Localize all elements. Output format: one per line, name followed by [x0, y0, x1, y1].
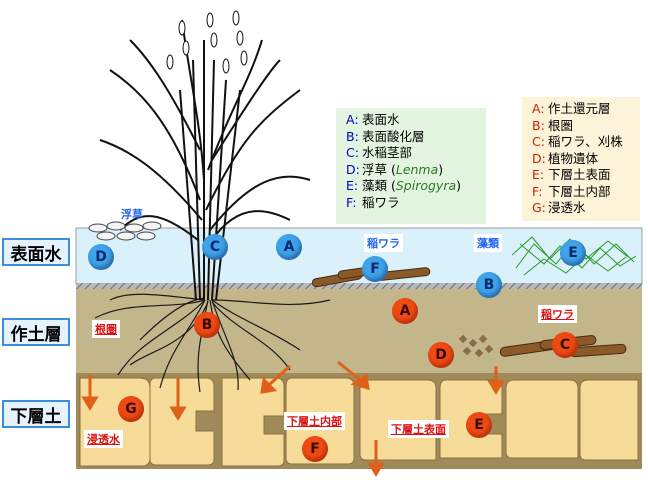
marker-red-e: E — [466, 412, 492, 438]
marker-blue-f: F — [362, 256, 388, 282]
tag-duckweed: 浮草 — [121, 208, 143, 221]
legend-blue-text: 藻類 ( — [362, 178, 396, 193]
marker-blue-a: A — [276, 234, 302, 260]
marker-red-c: C — [552, 332, 578, 358]
duckweed-cluster — [88, 221, 162, 241]
legend-red-key: E: — [532, 167, 545, 182]
legend-blue-key: D: — [346, 161, 360, 177]
legend-red-text: 下層土内部 — [548, 183, 611, 199]
tag-straw-water: 稲ワラ — [364, 234, 403, 252]
legend-red-row: G: 浸透水 — [532, 200, 634, 217]
legend-blue-key: C: — [346, 145, 359, 160]
marker-red-g: G — [118, 396, 144, 422]
legend-blue-text-tail: ) — [438, 161, 444, 177]
tag-subsoil-surface: 下層土表面 — [388, 420, 449, 438]
tag-straw-soil: 稲ワラ — [538, 305, 577, 323]
side-label-surface-water: 表面水 — [2, 238, 70, 266]
legend-red-key: A: — [532, 101, 545, 116]
percolation-arrows — [81, 360, 505, 477]
marker-blue-d: D — [88, 244, 114, 270]
legend-red-key: D: — [532, 150, 546, 166]
marker-red-b: B — [194, 312, 220, 338]
legend-red-key: F: — [532, 183, 543, 199]
marker-red-f: F — [302, 436, 328, 462]
marker-red-d: D — [428, 342, 454, 368]
tag-algae: 藻類 — [474, 234, 502, 252]
legend-blue-key: F: — [346, 194, 357, 210]
legend-blue-row: A: 表面水 — [346, 112, 480, 129]
legend-red-row: D: 植物遺体 — [532, 151, 634, 168]
legend-blue-key: E: — [346, 178, 359, 193]
side-label-subsoil: 下層土 — [2, 400, 70, 428]
legend-blue-text: 浮草 ( — [362, 161, 396, 177]
marker-blue-e: E — [560, 240, 586, 266]
legend-red-key: C: — [532, 134, 545, 149]
legend-red-row: F: 下層土内部 — [532, 184, 634, 201]
legend-blue-scientific-name: Spirogyra — [395, 178, 457, 193]
legend-blue-key: A: — [346, 112, 359, 127]
subsoil-clods — [79, 377, 639, 467]
legend-red-row: A: 作土還元層 — [532, 101, 634, 118]
legend-blue-row: F: 稲ワラ — [346, 195, 480, 212]
legend-red-row: B: 根圏 — [532, 118, 634, 135]
legend-blue-text: 水稲茎部 — [362, 145, 413, 160]
legend-red-text: 根圏 — [548, 117, 574, 133]
legend-red-row: E: 下層土表面 — [532, 167, 634, 184]
legend-blue-text-tail: ) — [456, 178, 462, 193]
legend-blue-row: E: 藻類 (Spirogyra) — [346, 178, 480, 195]
marker-blue-c: C — [202, 234, 228, 260]
legend-blue-row: B: 表面酸化層 — [346, 129, 480, 146]
legend-blue-row: C: 水稲茎部 — [346, 145, 480, 162]
rice-plant — [99, 19, 311, 301]
legend-red-key: B: — [532, 117, 545, 133]
legend-red-row: C: 稲ワラ、刈株 — [532, 134, 634, 151]
side-label-plow-layer: 作土層 — [2, 318, 70, 346]
legend-red-text: 浸透水 — [548, 200, 586, 215]
marker-red-a: A — [392, 298, 418, 324]
legend-red-key: G: — [532, 200, 546, 215]
legend-blue-key: B: — [346, 128, 359, 144]
rice-roots — [94, 293, 331, 393]
plow-layer — [76, 289, 642, 373]
legend-red-text: 植物遺体 — [548, 150, 599, 166]
tag-rhizosphere: 根圏 — [92, 320, 120, 338]
tag-percolation: 浸透水 — [84, 430, 123, 448]
legend-blue-text: 表面酸化層 — [362, 128, 425, 144]
legend-blue-text: 稲ワラ — [362, 194, 400, 210]
legend-red-text: 下層土表面 — [548, 167, 611, 182]
marker-blue-b: B — [476, 272, 502, 298]
plant-residue — [458, 334, 494, 358]
legend-red-text: 作土還元層 — [548, 101, 611, 116]
rice-grains — [166, 10, 248, 74]
legend-blue-scientific-name: Lenma — [395, 161, 439, 177]
legend-red-text: 稲ワラ、刈株 — [548, 134, 623, 149]
oxidized-surface-layer — [76, 283, 642, 289]
tag-subsoil-interior: 下層土内部 — [284, 412, 345, 430]
legend-blue-text: 表面水 — [362, 112, 400, 127]
legend-blue-row: D: 浮草 (Lenma) — [346, 162, 480, 179]
